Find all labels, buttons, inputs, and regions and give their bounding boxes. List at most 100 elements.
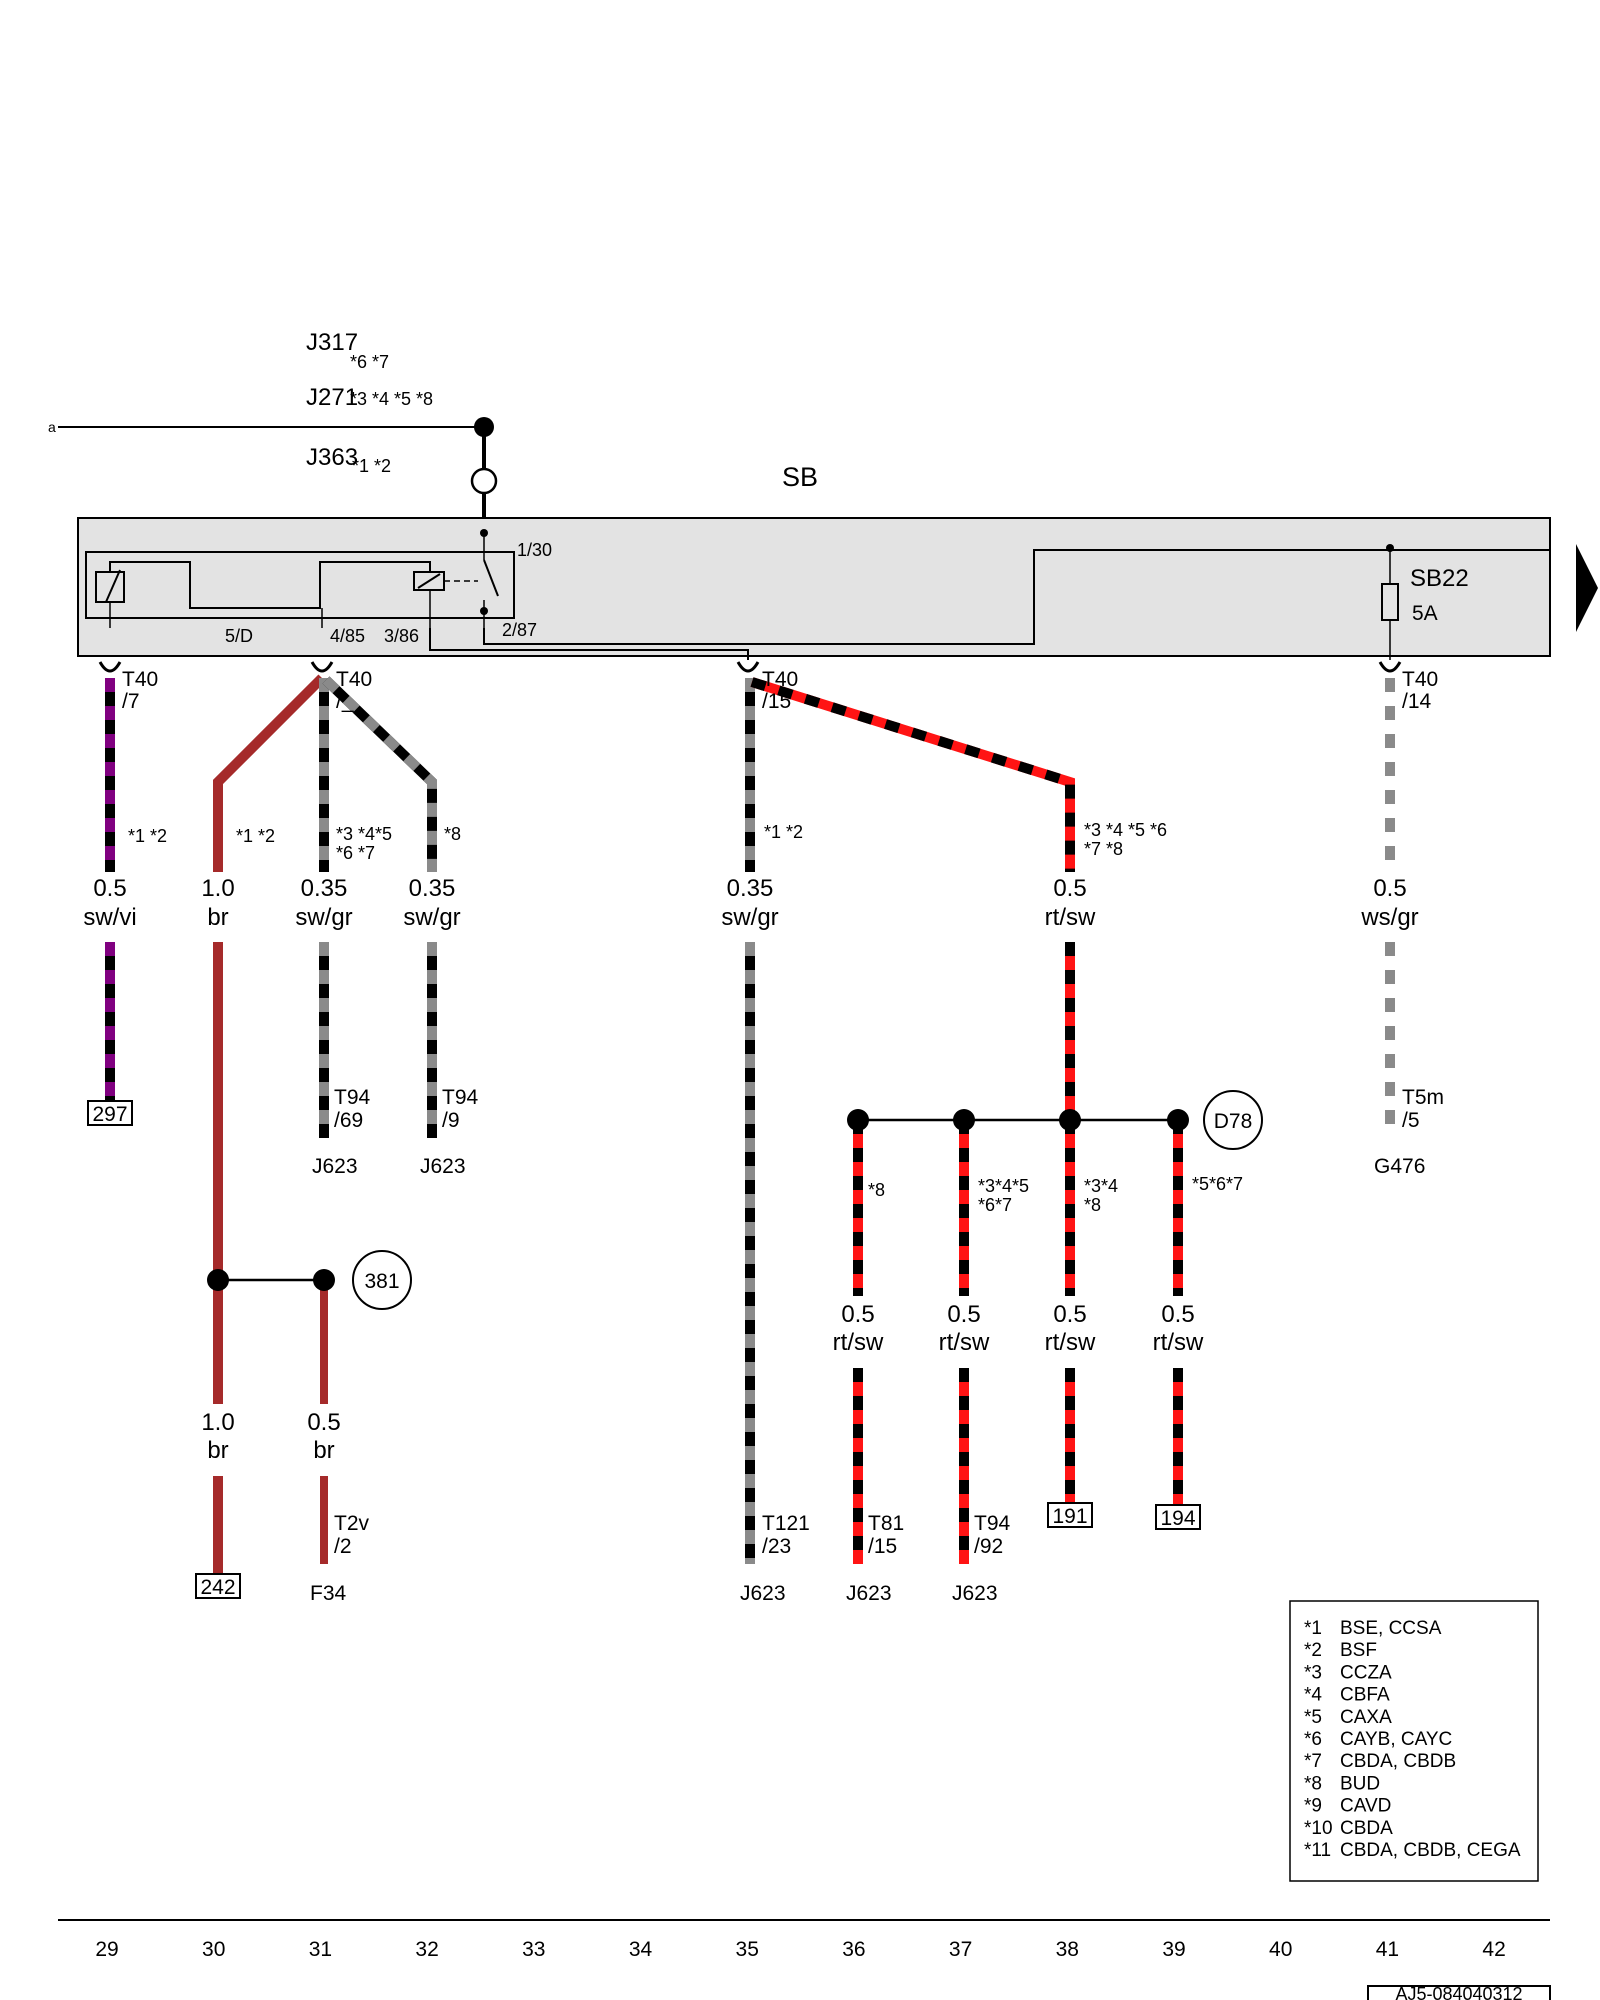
wire-color: sw/gr: [721, 904, 778, 931]
relay-housing: [85, 551, 515, 619]
svg-text:/9: /9: [442, 1109, 460, 1132]
svg-text:T40: T40: [1402, 668, 1438, 691]
track-number: 32: [415, 1938, 438, 1961]
component-label: J623: [846, 1582, 892, 1605]
track-number: 35: [736, 1938, 759, 1961]
pin-label: 3/86: [384, 626, 419, 646]
wire-color: br: [207, 1437, 228, 1464]
wire-gauge: 0.5: [1053, 875, 1086, 902]
track-number: 31: [309, 1938, 332, 1961]
svg-text:/14: /14: [1402, 690, 1432, 713]
wire-gauge: 0.5: [841, 1301, 874, 1328]
pin-label: 5/D: [225, 626, 253, 646]
wire-w4-top: [322, 676, 437, 872]
wire-variant: *1 *2: [128, 826, 167, 846]
splice-label-circle: [352, 1250, 412, 1310]
relay-code: J317: [306, 329, 358, 356]
legend-key: *2: [1304, 1640, 1322, 1661]
splice-dot: [847, 1109, 869, 1131]
connector-t40-7: T40 /7: [122, 668, 158, 713]
connectors: T40 /7 T40 /_ T40 /15 T40 /14: [122, 668, 1438, 713]
wire-gauge: 0.5: [307, 1409, 340, 1436]
legend-key: *10: [1304, 1818, 1333, 1839]
splice-dot: [207, 1269, 229, 1291]
relay-labels: J317 *6 *7 J271 *3 *4 *5 *8 J363 *1 *2: [306, 329, 433, 476]
wire-variant: *1 *2: [236, 826, 275, 846]
relay-variants: *1 *2: [352, 456, 391, 476]
terminations: 297 242 191 194 T94 /69 J623 T94 /9 J623…: [87, 1086, 1444, 1605]
relay-variants: *3 *4 *5 *8: [350, 389, 433, 409]
svg-text:T40: T40: [336, 668, 372, 691]
splice-dot: [953, 1109, 975, 1131]
wire-variant: *3 *4 *5 *6*7 *8: [1084, 820, 1167, 859]
legend-key: *3: [1304, 1662, 1322, 1683]
wire-color: ws/gr: [1360, 904, 1418, 931]
svg-text:T5m: T5m: [1402, 1086, 1444, 1109]
component-label: J623: [740, 1582, 786, 1605]
splices: 381 D78: [207, 1090, 1263, 1310]
svg-text:/92: /92: [974, 1535, 1003, 1558]
track-number: 29: [95, 1938, 118, 1961]
wire-variant: *3*4*8: [1084, 1176, 1118, 1215]
wires-layer: [105, 674, 1395, 1574]
legend-key: *4: [1304, 1685, 1322, 1706]
doc-id-text: AJ5-084040312: [1395, 1984, 1522, 2000]
wire-color: rt/sw: [1153, 1329, 1204, 1356]
wire-color: sw/vi: [83, 904, 136, 931]
legend-key: *7: [1304, 1751, 1322, 1772]
wire-w6-top: [750, 677, 1075, 872]
svg-text:/23: /23: [762, 1535, 791, 1558]
wire-gauge: 0.35: [727, 875, 774, 902]
connector-t40-b: T40 /_: [336, 668, 372, 713]
wire-variant: *3*4*5*6*7: [978, 1176, 1029, 1215]
wire-color: rt/sw: [833, 1329, 884, 1356]
legend-value: BSF: [1340, 1640, 1377, 1661]
wire-gauge: 0.35: [301, 875, 348, 902]
legend-key: *5: [1304, 1707, 1322, 1728]
wire-color: br: [313, 1437, 334, 1464]
relay-switch-icon: [483, 559, 499, 597]
splice-label: D78: [1214, 1110, 1253, 1133]
splice-dot: [313, 1269, 335, 1291]
legend-value: BSE, CCSA: [1340, 1618, 1442, 1639]
wire-w2-top: [213, 674, 326, 872]
connector-cup-icon: [98, 661, 122, 673]
component-label: J623: [420, 1155, 466, 1178]
wire-variant: *3 *4*5*6 *7: [336, 824, 392, 863]
track-number: 36: [842, 1938, 865, 1961]
track-number: 39: [1162, 1938, 1185, 1961]
svg-text:T2v: T2v: [334, 1512, 370, 1535]
ref-box-label: 191: [1052, 1505, 1087, 1528]
track-number: 40: [1269, 1938, 1292, 1961]
svg-text:T94: T94: [334, 1086, 371, 1109]
track-number: 33: [522, 1938, 545, 1961]
fuse-rating: 5A: [1412, 602, 1438, 625]
svg-text:/_: /_: [336, 690, 354, 713]
wire-gauge: 0.5: [93, 875, 126, 902]
component-label: J623: [312, 1155, 358, 1178]
relay-socket: [470, 467, 498, 495]
connector-t40-14: T40 /14: [1402, 668, 1438, 713]
fuse-box: SB SB22 5A 1/30 5/D 4/85 3/86 2/: [77, 462, 1551, 660]
ref-box: [195, 1573, 241, 1599]
continuation-arrow-icon: [1576, 544, 1598, 632]
component-label: F34: [310, 1582, 347, 1605]
svg-text:T40: T40: [762, 668, 798, 691]
relay-internal-wiring: [109, 561, 431, 609]
wire-color: rt/sw: [1045, 904, 1096, 931]
svg-text:/15: /15: [868, 1535, 897, 1558]
wire-gauge: 1.0: [201, 875, 234, 902]
wire-gauge: 0.5: [1161, 1301, 1194, 1328]
left-marker: a: [48, 419, 56, 435]
wire-variant: *8: [868, 1180, 885, 1200]
svg-text:T81: T81: [868, 1512, 904, 1535]
wire-color: br: [207, 904, 228, 931]
legend-key: *11: [1304, 1840, 1331, 1861]
wire-color: rt/sw: [1045, 1329, 1096, 1356]
wire-variant: *5*6*7: [1192, 1174, 1243, 1194]
wire-gauge: 0.5: [947, 1301, 980, 1328]
relay-code: J363: [306, 444, 358, 471]
